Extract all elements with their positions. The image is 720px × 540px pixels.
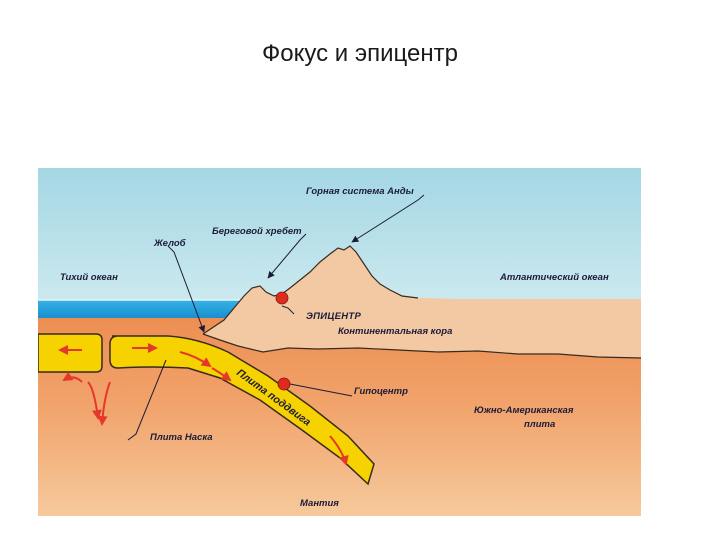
label-coastal-range: Береговой хребет [212, 226, 302, 237]
label-mantle: Мантия [300, 498, 339, 509]
mantle-arrow-right [87, 381, 102, 420]
mantle-arrows [62, 371, 111, 426]
label-trench: Желоб [153, 238, 187, 249]
label-south-american-plate-line2: плита [524, 419, 555, 430]
mantle-arrow-left [62, 371, 83, 383]
label-epicenter: ЭПИЦЕНТР [306, 311, 362, 322]
label-nazca-plate: Плита Наска [150, 432, 213, 443]
label-atlantic: Атлантический океан [499, 272, 609, 283]
arrow-slab-3 [211, 367, 232, 382]
nazca-plate-slab [109, 335, 375, 486]
epicenter-point [275, 291, 289, 305]
slide-title: Фокус и эпицентр [262, 40, 458, 67]
label-hypocenter: Гипоцентр [354, 386, 408, 397]
arrow-slab-2 [179, 351, 212, 368]
hypocenter-point [277, 377, 291, 391]
mantle-arrow-mid [97, 381, 111, 426]
leader-lines [127, 194, 425, 441]
nazca-plate-left [38, 333, 103, 373]
label-south-american-plate-line1: Южно-Американская [474, 405, 574, 416]
label-andes: Горная система Анды [306, 186, 414, 197]
plate-motion-arrows [58, 343, 349, 466]
label-pacific: Тихий океан [60, 272, 118, 283]
arrow-slab-4 [329, 435, 349, 466]
label-continental-crust: Континентальная кора [338, 326, 452, 337]
subduction-diagram: Горная система Анды Береговой хребет Жел… [38, 168, 641, 516]
continental-crust [203, 246, 641, 358]
